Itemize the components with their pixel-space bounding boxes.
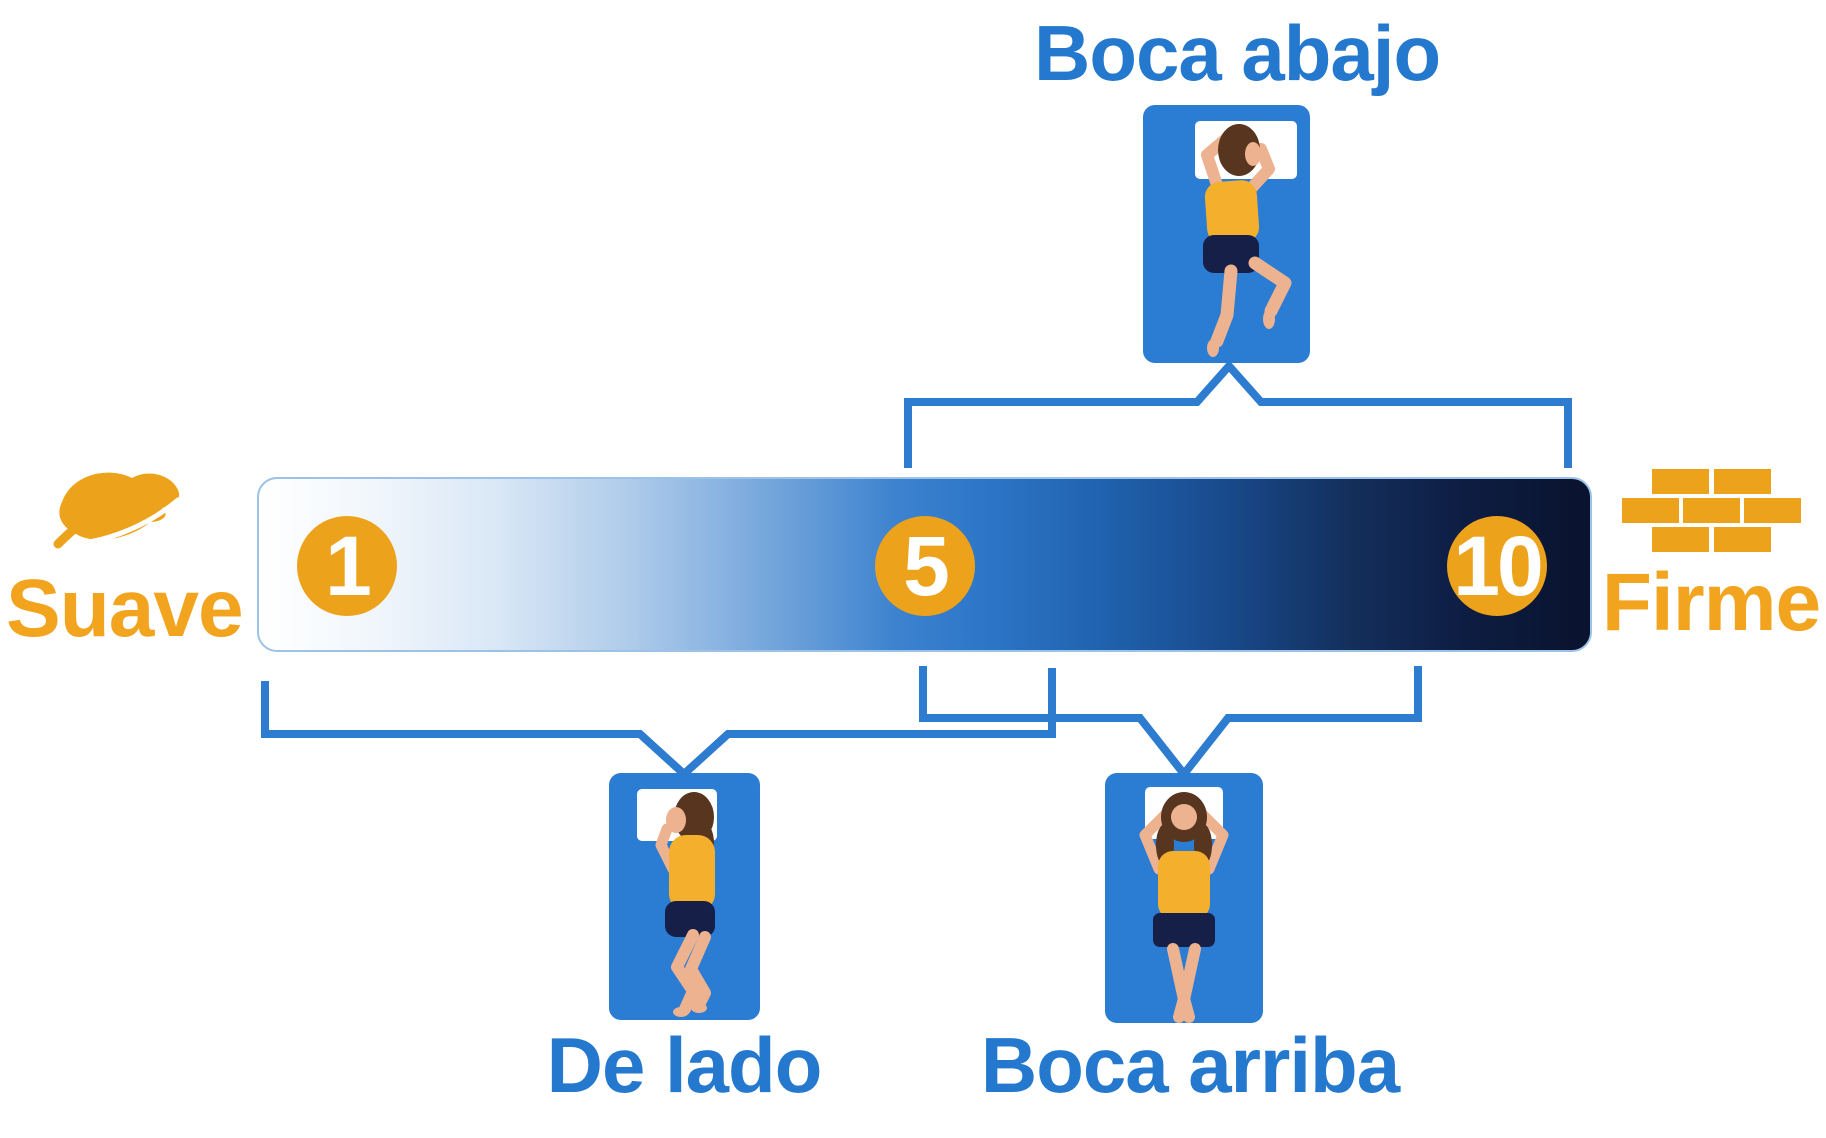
firmness-scale-bar: 1 5 10 [257, 477, 1592, 652]
bricks-icon [1622, 469, 1801, 552]
stomach-position-label: Boca abajo [1034, 9, 1441, 97]
scale-marker-1: 1 [297, 516, 397, 616]
side-sleeper-illustration [609, 773, 760, 1020]
back-position-label: Boca arriba [980, 1021, 1400, 1109]
side-position-label: De lado [546, 1021, 823, 1109]
scale-marker-10: 10 [1447, 516, 1547, 616]
stomach-sleeper-illustration [1143, 105, 1310, 363]
back-sleeper-illustration [1105, 773, 1263, 1023]
scale-marker-5: 5 [875, 516, 975, 616]
soft-label: Suave [6, 563, 244, 654]
feather-icon [53, 472, 181, 549]
firm-label: Firme [1601, 557, 1821, 648]
